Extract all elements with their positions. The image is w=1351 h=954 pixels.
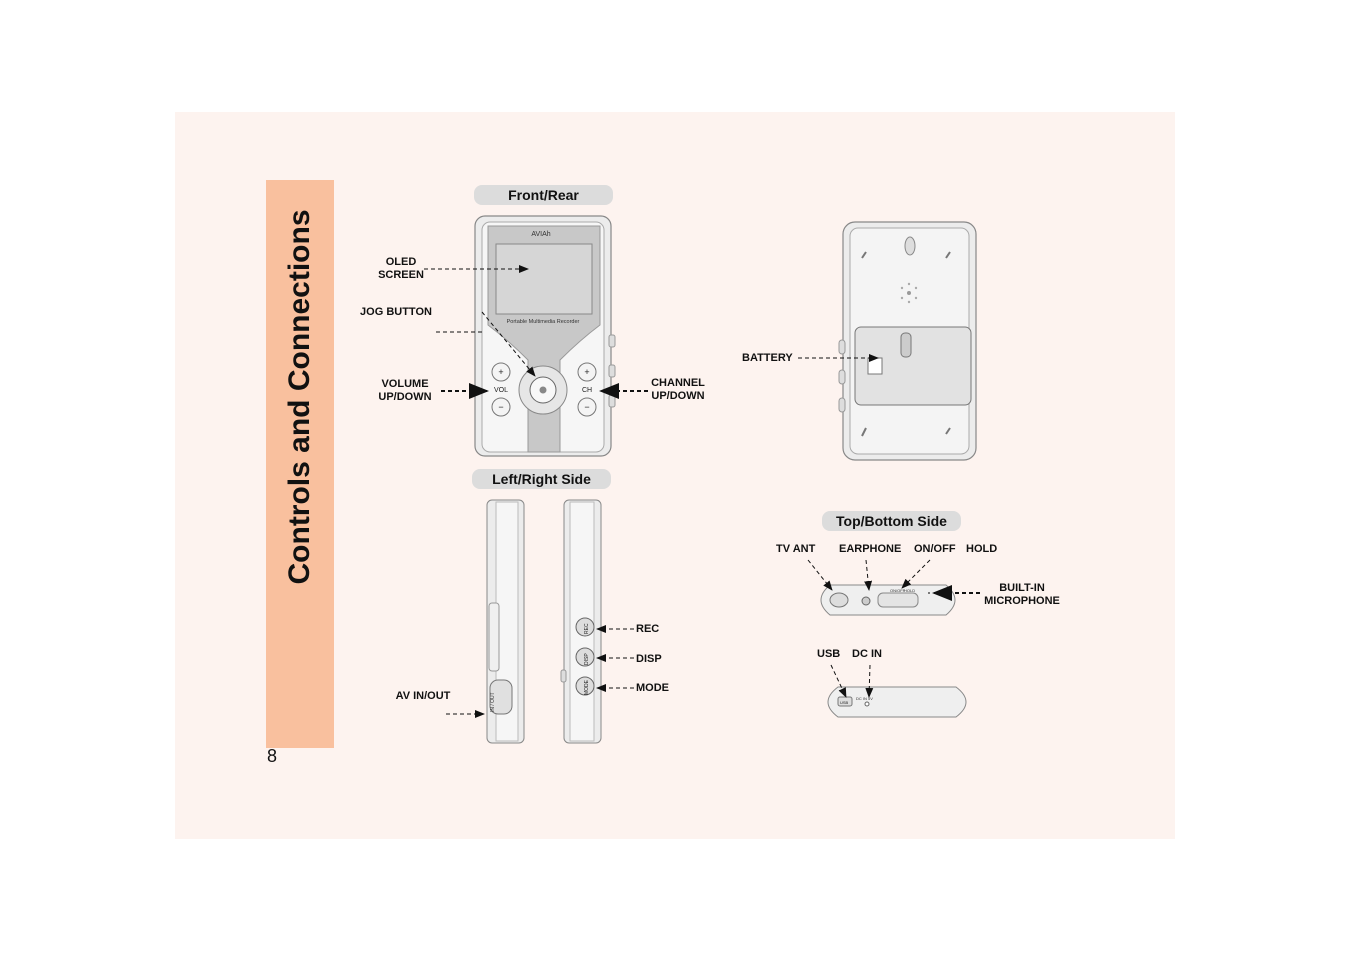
oled-screen: [495, 243, 593, 315]
svg-text:HOLD: HOLD: [904, 588, 915, 593]
svg-text:−: −: [584, 402, 589, 412]
device-bottom-side: USB DC IN 5V: [827, 686, 967, 718]
label-dc-in: DC IN: [852, 648, 882, 660]
ch-text: CH: [582, 387, 592, 394]
section-header-left-right: Left/Right Side: [472, 469, 611, 489]
mode-button: [575, 676, 595, 696]
svg-text:+: +: [584, 367, 589, 377]
label-onoff: ON/OFF: [914, 543, 956, 555]
label-hold: HOLD: [966, 543, 998, 555]
label-av-inout: AV IN/OUT: [395, 690, 451, 702]
label-battery: BATTERY: [742, 352, 793, 364]
svg-text:+: +: [498, 367, 503, 377]
svg-text:REC: REC: [584, 623, 590, 634]
svg-text:DISP: DISP: [584, 653, 590, 665]
device-top-side: ON/OFF HOLD: [820, 584, 956, 616]
label-mode: MODE: [636, 682, 669, 694]
svg-text:−: −: [498, 402, 503, 412]
vol-down-button: [491, 397, 511, 417]
manual-page: [175, 112, 1175, 839]
device-brand: AVIAh: [531, 231, 550, 238]
vol-up-button: [491, 362, 511, 382]
sidebar-band: [266, 180, 334, 748]
av-jack: [489, 679, 513, 715]
section-header-top-bottom: Top/Bottom Side: [822, 511, 961, 531]
svg-text:MODE: MODE: [584, 679, 590, 695]
svg-text:IN / OUT: IN / OUT: [490, 692, 496, 712]
rec-button: [575, 617, 595, 637]
section-header-front-rear: Front/Rear: [474, 185, 613, 205]
device-right-side: REC DISP MODE: [560, 499, 602, 744]
svg-text:DC IN 5V: DC IN 5V: [856, 696, 873, 701]
vol-text: VOL: [494, 387, 508, 394]
page-number: 8: [267, 746, 278, 766]
label-rec: REC: [636, 623, 660, 635]
label-usb: USB: [817, 648, 841, 660]
ch-up-button: [577, 362, 597, 382]
label-earphone: EARPHONE: [839, 543, 902, 555]
ch-down-button: [577, 397, 597, 417]
leader-lines: [424, 265, 980, 718]
label-jog-button: JOG BUTTON: [360, 306, 432, 318]
label-disp: DISP: [636, 653, 662, 665]
label-tv-ant: TV ANT: [776, 543, 816, 555]
disp-button: [575, 647, 595, 667]
battery-cover: [854, 326, 972, 406]
device-rear: [838, 221, 977, 461]
svg-text:USB: USB: [840, 700, 849, 705]
device-tagline: Portable Multimedia Recorder: [507, 319, 580, 325]
svg-text:ON/OFF: ON/OFF: [890, 588, 906, 593]
device-front: AVIAh Portable Multimedia Recorder + − +…: [474, 215, 616, 457]
device-left-side: IN / OUT: [486, 499, 525, 744]
